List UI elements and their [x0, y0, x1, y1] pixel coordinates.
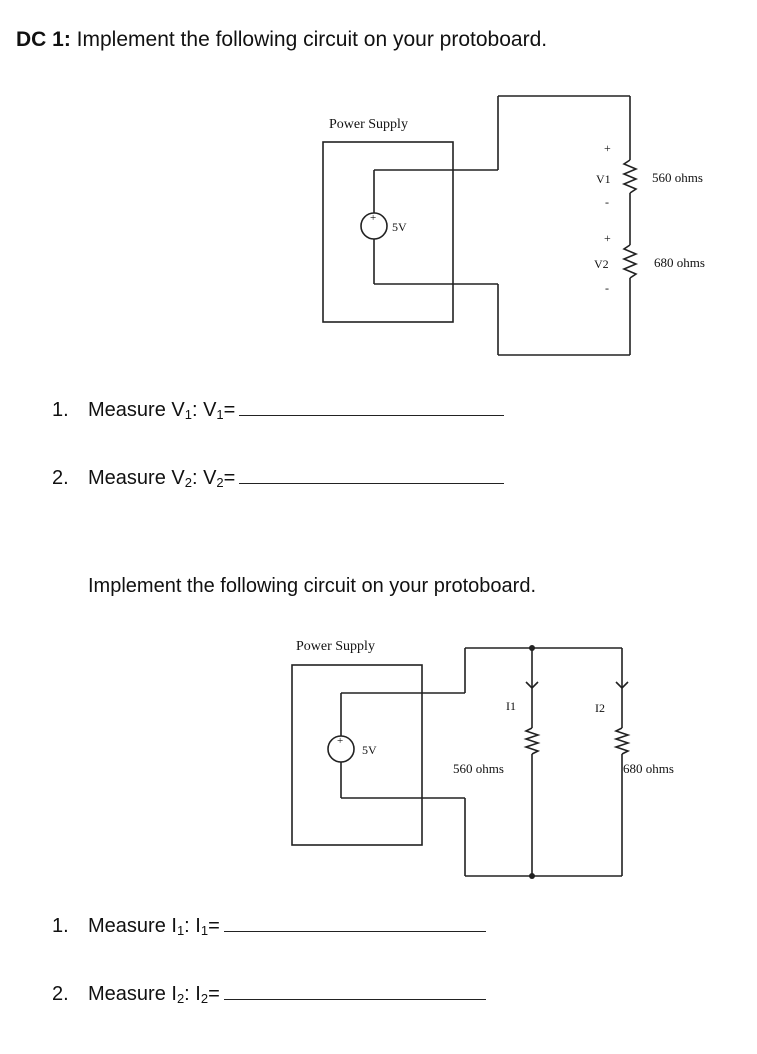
resistor-4-icon	[613, 727, 631, 755]
v2-label: V2	[594, 257, 609, 271]
circuit-1	[322, 95, 639, 356]
resistor-2-icon	[621, 244, 639, 279]
r1-label: 560 ohms	[652, 170, 703, 185]
source-label-2: 5V	[362, 743, 377, 757]
answer-blank-v1[interactable]	[239, 397, 505, 416]
question-text: Measure I1: I1=	[88, 915, 220, 938]
resistor-1-icon	[621, 159, 639, 194]
question-text: Measure V2: V2=	[88, 467, 236, 490]
r2-label: 680 ohms	[654, 255, 705, 270]
page-title: DC 1: Implement the following circuit on…	[16, 28, 547, 52]
source-label-1: 5V	[392, 220, 407, 234]
question-text: Measure V1: V1=	[88, 399, 236, 422]
subheading: Implement the following circuit on your …	[88, 575, 537, 597]
question-measure-i1: 1. Measure I1: I1=	[52, 913, 486, 938]
title-rest: Implement the following circuit on your …	[70, 28, 548, 51]
v2-minus: -	[605, 281, 609, 295]
power-supply-label-1: Power Supply	[329, 117, 408, 132]
current-arrow-1-icon	[525, 681, 539, 690]
question-text: Measure I2: I2=	[88, 983, 220, 1006]
v1-plus: +	[604, 141, 611, 155]
source-plus-2: +	[337, 735, 343, 747]
circuit-2	[291, 647, 631, 877]
junction-dot-top	[529, 645, 535, 651]
power-supply-box-1	[322, 141, 454, 323]
v1-label: V1	[596, 172, 611, 186]
r3-label: 560 ohms	[453, 761, 504, 776]
question-number: 2.	[52, 467, 69, 489]
i2-label: I2	[595, 701, 605, 715]
v2-plus: +	[604, 231, 611, 245]
question-measure-i2: 2. Measure I2: I2=	[52, 981, 486, 1006]
i1-label: I1	[506, 699, 516, 713]
junction-dot-bottom	[529, 873, 535, 879]
power-supply-label-2: Power Supply	[296, 639, 375, 654]
question-number: 1.	[52, 915, 69, 937]
power-supply-box-2	[291, 664, 423, 846]
current-arrow-2-icon	[615, 681, 629, 690]
answer-blank-i1[interactable]	[223, 913, 486, 932]
question-measure-v2: 2. Measure V2: V2=	[52, 465, 505, 490]
answer-blank-v2[interactable]	[239, 465, 505, 484]
source-plus-1: +	[370, 212, 376, 224]
junction-dots	[529, 645, 535, 879]
resistor-3-icon	[523, 727, 541, 755]
question-number: 2.	[52, 983, 69, 1005]
question-number: 1.	[52, 399, 69, 421]
v1-minus: -	[605, 195, 609, 209]
r4-label: 680 ohms	[623, 761, 674, 776]
question-measure-v1: 1. Measure V1: V1=	[52, 397, 505, 422]
answer-blank-i2[interactable]	[223, 981, 486, 1000]
title-bold: DC 1:	[16, 28, 71, 51]
